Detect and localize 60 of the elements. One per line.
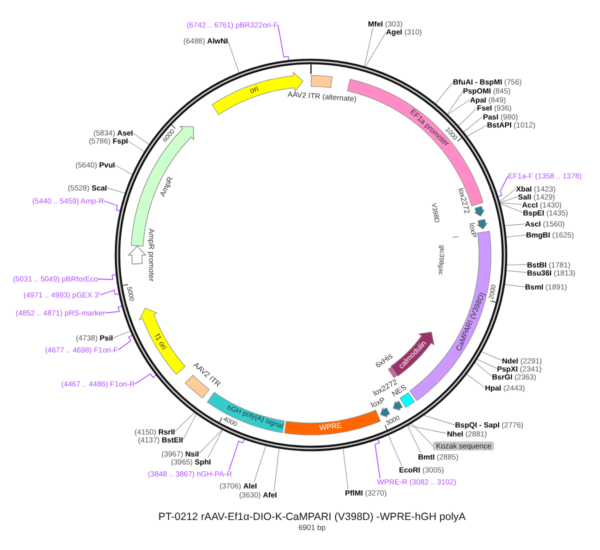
leader-line [481, 351, 502, 361]
leader-line [104, 200, 120, 212]
leader-line [500, 202, 522, 205]
sequence-feature [467, 218, 488, 238]
leader-line [448, 99, 470, 115]
leader-line [466, 124, 488, 137]
sequence-feature [284, 410, 381, 436]
leader-line [500, 188, 516, 202]
leader-line [198, 430, 222, 454]
leader-line [424, 415, 456, 426]
leader-line [114, 164, 132, 175]
leader-line [435, 82, 454, 104]
leader-line [504, 224, 526, 226]
leader-line [407, 425, 422, 454]
leader-line [474, 362, 492, 377]
leader-line [278, 24, 290, 60]
leader-line [104, 306, 122, 314]
leader-line [100, 289, 120, 296]
leader-line [134, 373, 156, 384]
leader-line [411, 423, 434, 446]
leader-line [506, 270, 528, 273]
sequence-feature [184, 360, 222, 398]
leader-line [506, 264, 528, 266]
leader-line [208, 430, 223, 458]
leader-line [364, 27, 374, 67]
leader-line [506, 234, 526, 238]
leader-line [228, 439, 245, 471]
leader-line [365, 32, 386, 67]
leader-line [500, 203, 524, 213]
leader-line [498, 176, 508, 197]
sequence-feature [287, 75, 357, 104]
leader-line [388, 434, 402, 467]
leader-line [254, 446, 266, 483]
leader-line [118, 335, 132, 350]
leader-line [274, 448, 280, 492]
leader-line [458, 108, 478, 126]
leader-line [106, 188, 126, 194]
sequence-feature [138, 308, 186, 375]
leader-line [112, 330, 130, 338]
leader-line [132, 132, 150, 145]
leader-line [228, 40, 240, 73]
leader-line [98, 274, 116, 280]
sequence-feature [128, 228, 155, 282]
leader-line [128, 140, 145, 152]
leader-line [463, 116, 484, 132]
leader-line [408, 425, 448, 434]
leader-line [374, 438, 380, 479]
sequence-feature [206, 392, 285, 434]
leader-line [466, 374, 486, 388]
sequence-feature [374, 352, 398, 378]
leader-line [174, 412, 195, 432]
leader-line [182, 414, 197, 440]
map-title: PT-0212 rAAV-Ef1α-DIO-K-CaMPARI (V398D) -WPRE-hGH polyA [158, 511, 466, 523]
leader-line [342, 448, 348, 490]
sequence-feature [390, 332, 434, 376]
leader-line [504, 284, 526, 288]
leader-line [500, 196, 518, 204]
sequence-feature [456, 186, 485, 217]
leader-line [447, 90, 464, 114]
leader-line [476, 359, 498, 369]
